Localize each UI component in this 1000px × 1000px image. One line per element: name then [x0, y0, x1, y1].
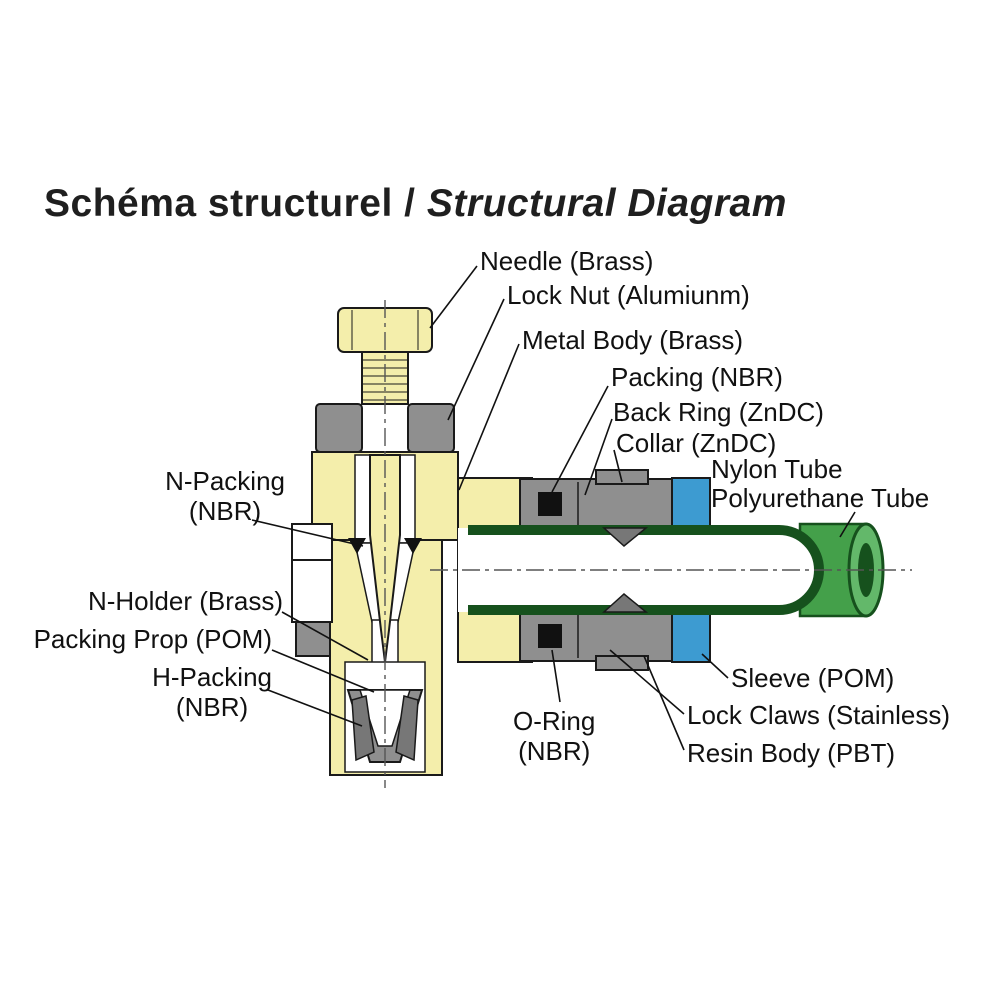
- label-n-packing: N-Packing (NBR): [165, 466, 285, 527]
- lock-nut-left: [315, 403, 363, 453]
- label-nylon-tube: Nylon Tube: [711, 454, 843, 484]
- leader-lock-nut: [447, 298, 505, 421]
- label-needle: Needle (Brass): [480, 246, 654, 276]
- leader-h-packing: [267, 689, 363, 727]
- title-separator: /: [392, 182, 427, 225]
- leader-packing-prop: [271, 649, 375, 693]
- leader-back-ring: [584, 418, 613, 496]
- label-metal-body: Metal Body (Brass): [522, 325, 744, 355]
- n-packing-right: [404, 538, 422, 554]
- h-packing-left: [351, 695, 375, 762]
- label-packing-prop: Packing Prop (POM): [33, 624, 272, 654]
- sleeve-bottom: [671, 609, 711, 663]
- label-o-ring: O-Ring (NBR): [513, 706, 596, 767]
- leader-lock-claws: [609, 649, 685, 715]
- collar-top: [595, 469, 649, 485]
- leader-o-ring: [551, 649, 561, 703]
- label-collar: Collar (ZnDC): [616, 428, 777, 458]
- packing-seal-top: [538, 492, 562, 516]
- leader-n-packing: [251, 519, 364, 547]
- h-packing-right: [395, 695, 419, 762]
- title-english: Structural Diagram: [426, 182, 787, 225]
- leader-sleeve: [701, 653, 729, 679]
- leader-packing: [551, 385, 609, 493]
- left-flange-mid: [291, 559, 333, 623]
- lock-nut-right: [407, 403, 455, 453]
- title-french: Schéma structurel: [44, 182, 393, 225]
- lock-claw-bottom: [602, 593, 649, 613]
- leader-needle: [429, 265, 478, 329]
- n-packing-left: [348, 538, 366, 554]
- left-flange-bottom: [295, 621, 331, 657]
- packing-seal-bottom: [538, 624, 562, 648]
- leader-tube: [839, 511, 856, 538]
- label-sleeve: Sleeve (POM): [731, 663, 895, 693]
- page-title: Schéma structurel / Structural Diagram: [44, 182, 787, 226]
- label-h-packing: H-Packing (NBR): [152, 662, 272, 723]
- thread-hatch: [362, 359, 408, 401]
- sleeve-top: [671, 477, 711, 531]
- label-packing: Packing (NBR): [611, 362, 783, 392]
- label-polyurethane-tube: Polyurethane Tube: [711, 483, 930, 513]
- label-n-holder: N-Holder (Brass): [87, 586, 283, 616]
- center-lines: [384, 300, 912, 788]
- leader-resin-body: [643, 655, 685, 751]
- label-lock-nut: Lock Nut (Alumiunm): [507, 280, 750, 310]
- lock-claw-top: [602, 527, 649, 547]
- tube-end-bore: [858, 543, 874, 597]
- leader-metal-body: [458, 343, 520, 491]
- label-resin-body: Resin Body (PBT): [687, 738, 896, 768]
- label-back-ring: Back Ring (ZnDC): [613, 397, 824, 427]
- leader-n-holder: [281, 611, 369, 661]
- collar-bottom: [595, 655, 649, 671]
- leader-collar: [613, 449, 623, 483]
- leader-lines: [251, 265, 856, 751]
- label-lock-claws: Lock Claws (Stainless): [687, 700, 950, 730]
- left-flange-top: [291, 523, 333, 561]
